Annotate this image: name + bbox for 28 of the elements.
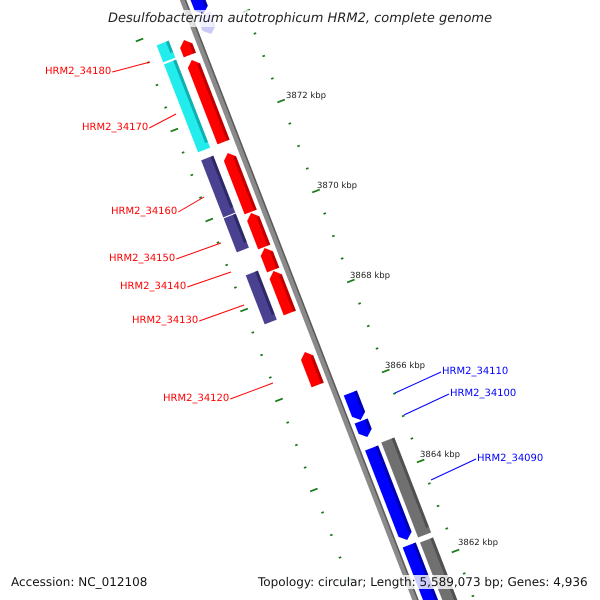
- gene-label: HRM2_34140: [120, 282, 186, 292]
- gene-label: HRM2_34160: [111, 207, 178, 217]
- gene-label: HRM2_34150: [109, 254, 176, 264]
- genome-stats-label: Topology: circular; Length: 5,589,073 bp; Genes: 4,936: [256, 575, 590, 589]
- leader-line: [230, 382, 274, 400]
- leader-line: [178, 196, 204, 212]
- leader-line: [186, 272, 232, 288]
- gene-label: HRM2_34090: [477, 454, 544, 464]
- scale-label: 3862 kbp: [458, 538, 498, 547]
- gene-label: HRM2_34130: [132, 316, 198, 326]
- gene-label: HRM2_34170: [82, 123, 148, 133]
- accession-label: Accession: NC_012108: [9, 575, 150, 589]
- gene-label: HRM2_34120: [163, 394, 230, 404]
- leader-line: [394, 372, 442, 394]
- scale-label: 3866 kbp: [385, 362, 426, 370]
- scale-label: 3870 kbp: [317, 182, 358, 190]
- leader-line: [430, 458, 476, 480]
- gene-label: HRM2_34110: [442, 367, 508, 377]
- leader-line: [176, 242, 222, 260]
- gene-label: HRM2_34180: [45, 67, 112, 77]
- leader-line: [112, 62, 150, 72]
- scale-label: 3872 kbp: [286, 92, 326, 100]
- leader-line: [148, 114, 176, 128]
- gene-label: HRM2_34100: [450, 389, 516, 399]
- leader-line: [198, 304, 244, 322]
- scale-label: 3868 kbp: [350, 272, 390, 280]
- leader-line: [404, 394, 450, 416]
- scale-label: 3864 kbp: [420, 450, 460, 459]
